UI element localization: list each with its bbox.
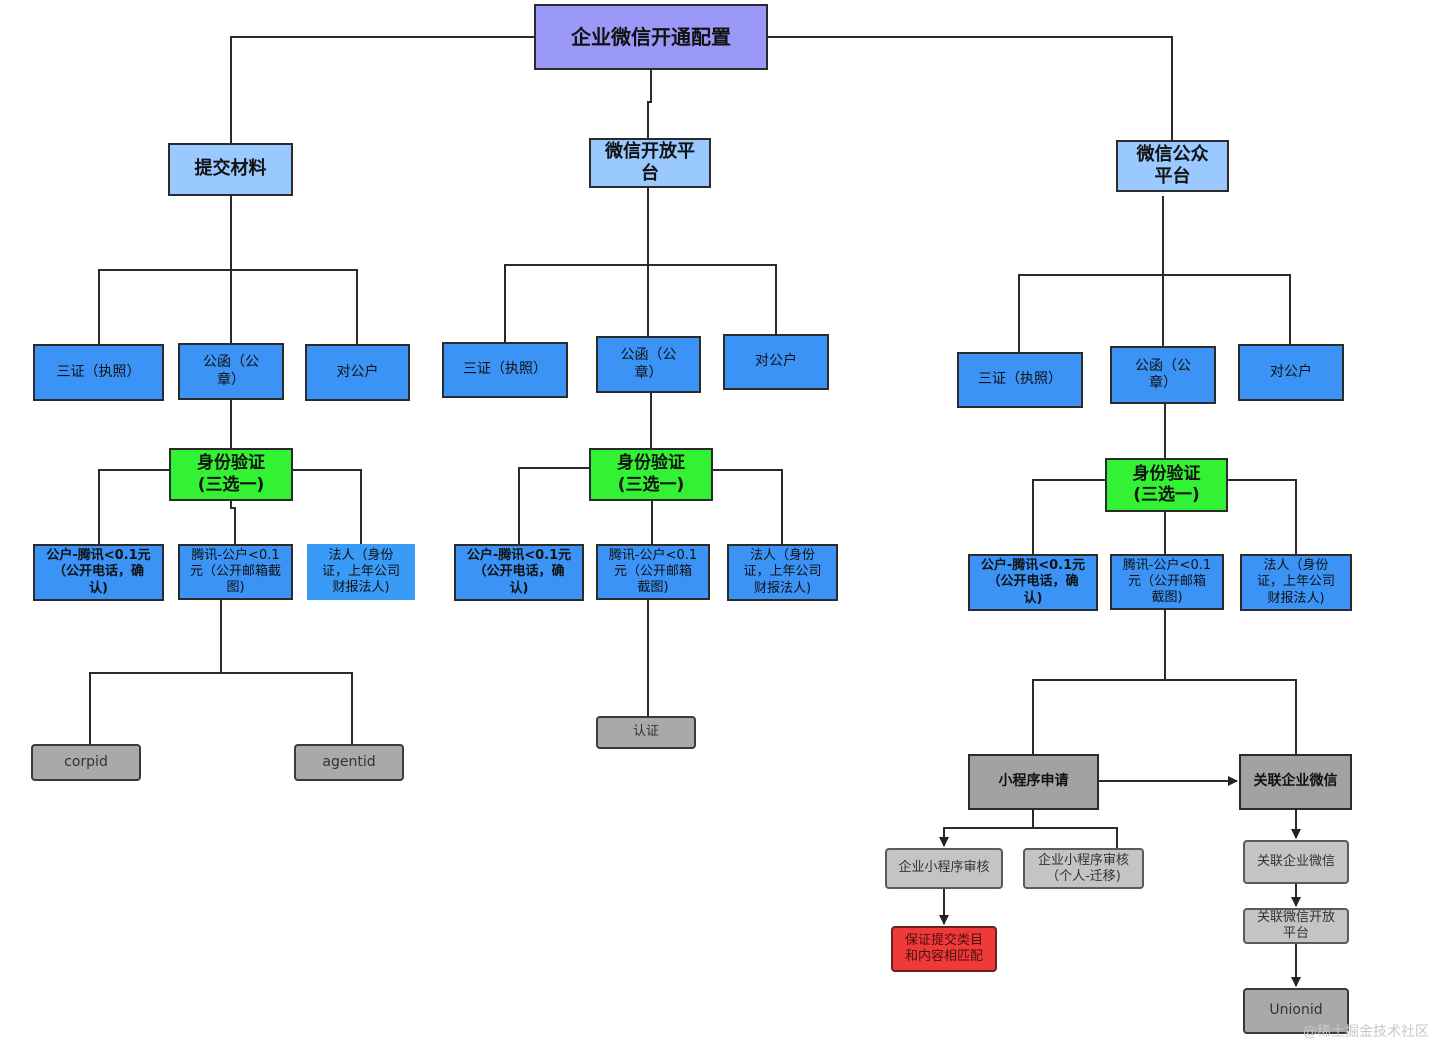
ensure-category-content-match: 保证提交类目和内容相匹配 [891, 926, 997, 972]
doc-corporate-account: 对公户 [1238, 344, 1344, 401]
connector [518, 467, 590, 544]
option-legal-person: 法人（身份证，上年公司财报法人) [727, 544, 838, 601]
enterprise-mini-program-review: 企业小程序审核 [885, 848, 1003, 889]
connector-arrow [939, 827, 1033, 847]
connector [712, 469, 783, 544]
connector [98, 269, 358, 344]
leaf-corpid: corpid [31, 744, 141, 781]
connector [89, 672, 353, 744]
doc-official-letter: 公函（公章） [178, 343, 284, 400]
doc-three-certificates: 三证（执照） [442, 342, 568, 398]
option-tencent-transfer-email: 腾讯-公户<0.1元（公开邮箱截图) [596, 544, 710, 600]
category-wechat-official-account: 微信公众平台 [1116, 140, 1229, 192]
doc-official-letter: 公函（公章） [1110, 346, 1216, 404]
personal-migration-review: 企业小程序审核（个人-迁移) [1023, 848, 1144, 889]
connector [768, 36, 1173, 140]
doc-three-certificates: 三证（执照） [957, 352, 1083, 408]
leaf-certification: 认证 [596, 716, 696, 749]
identity-verification: 身份验证 (三选一) [169, 448, 293, 501]
doc-official-letter: 公函（公章） [596, 336, 701, 393]
connector [1032, 679, 1297, 754]
root-node: 企业微信开通配置 [534, 4, 768, 70]
connector [230, 36, 534, 143]
option-tencent-transfer-phone: 公户-腾讯<0.1元（公开电话，确认) [968, 554, 1098, 611]
link-wechat-open-platform: 关联微信开放平台 [1243, 908, 1349, 944]
connector [1032, 810, 1118, 848]
category-wechat-open-platform: 微信开放平台 [589, 138, 711, 188]
connector [98, 469, 170, 544]
connector [230, 500, 236, 544]
connector [293, 469, 362, 544]
option-tencent-transfer-phone: 公户-腾讯<0.1元（公开电话，确认) [454, 544, 584, 601]
connector [1018, 274, 1291, 352]
link-enterprise-wechat: 关联企业微信 [1239, 754, 1352, 810]
doc-corporate-account: 对公户 [723, 334, 829, 390]
doc-corporate-account: 对公户 [305, 344, 410, 401]
category-submit-materials: 提交材料 [168, 143, 293, 196]
identity-verification: 身份验证 (三选一) [1105, 458, 1228, 512]
option-tencent-transfer-email: 腾讯-公户<0.1元（公开邮箱截图) [178, 544, 293, 600]
connector [1228, 479, 1297, 554]
option-legal-person: 法人（身份证，上年公司财报法人) [307, 544, 415, 600]
link-enterprise-wechat-step: 关联企业微信 [1243, 840, 1349, 884]
identity-verification: 身份验证 (三选一) [589, 448, 713, 501]
doc-three-certificates: 三证（执照） [33, 344, 164, 401]
option-legal-person: 法人（身份证，上年公司财报法人) [1240, 554, 1352, 611]
mini-program-application: 小程序申请 [968, 754, 1099, 810]
unionid-node: Unionid [1243, 988, 1349, 1034]
connector [1032, 479, 1106, 554]
connector [504, 264, 777, 342]
option-tencent-transfer-email: 腾讯-公户<0.1元（公开邮箱截图) [1110, 554, 1224, 610]
option-tencent-transfer-phone: 公户-腾讯<0.1元（公开电话，确认) [33, 544, 164, 601]
connector [647, 70, 652, 138]
leaf-agentid: agentid [294, 744, 404, 781]
watermark: @稀土掘金技术社区 [1303, 1024, 1429, 1040]
